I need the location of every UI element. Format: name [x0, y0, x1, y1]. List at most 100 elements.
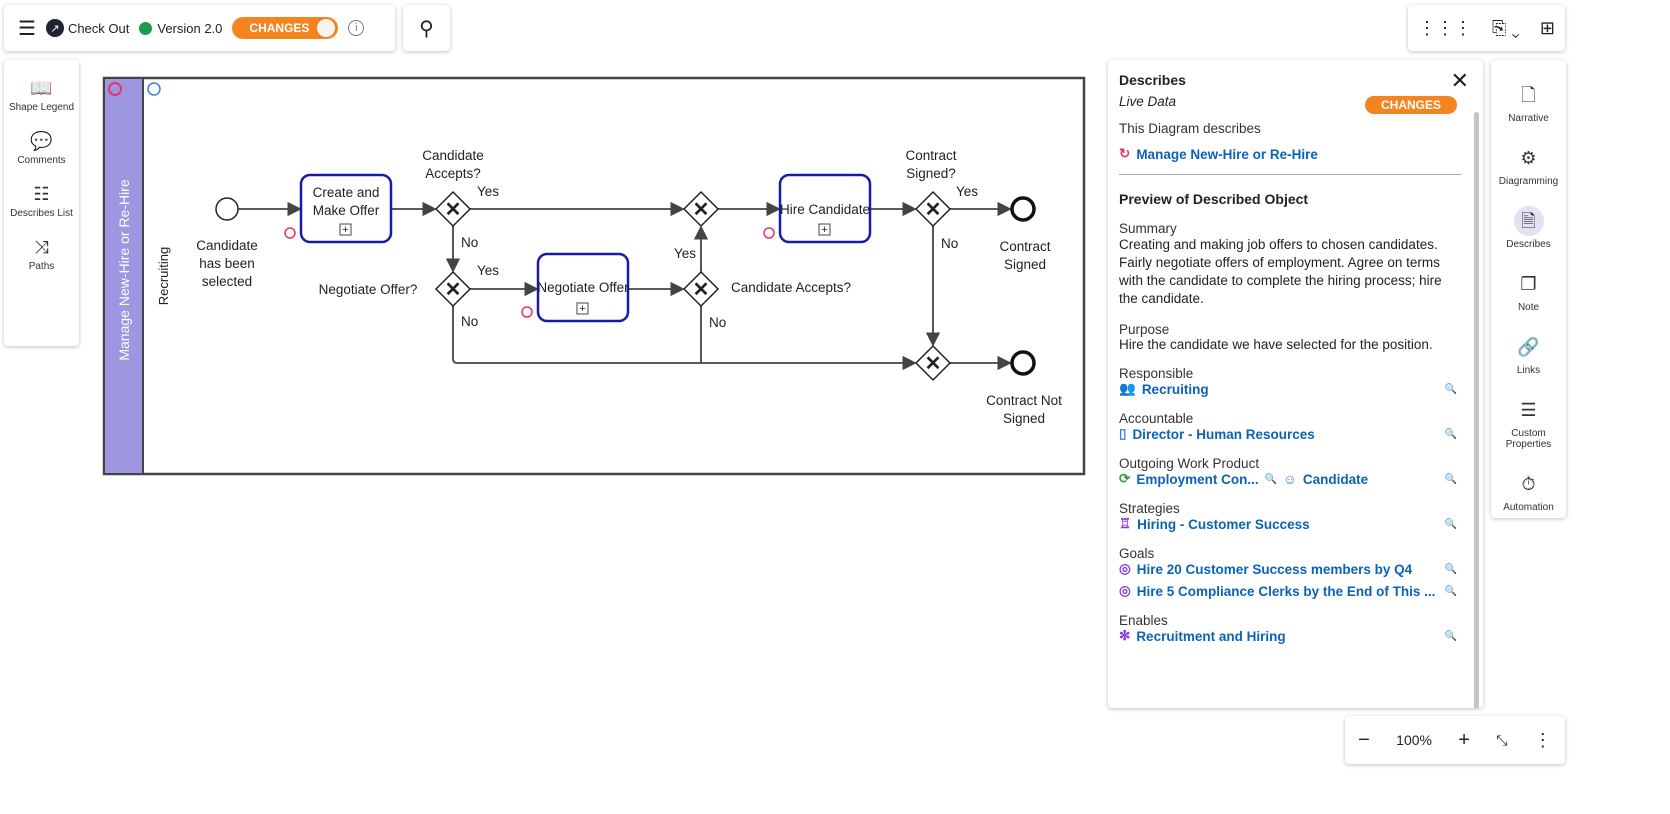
responsible-label: Responsible [1119, 366, 1194, 381]
search-icon[interactable]: 🔍 [1444, 428, 1457, 440]
rail-links[interactable]: 🔗Links [1491, 330, 1566, 378]
search-icon[interactable]: 🔍 [1264, 473, 1278, 485]
pool-header[interactable] [105, 79, 143, 473]
flow-label: No [461, 314, 478, 329]
add-comment-icon[interactable]: ⊞ [1539, 17, 1555, 38]
rail-diagramming[interactable]: ⚙Diagramming [1491, 141, 1566, 189]
changes-toggle[interactable]: CHANGES [232, 17, 339, 39]
search-icon[interactable]: 🔍 [1444, 563, 1457, 575]
goal-link[interactable]: ◎Hire 20 Customer Success members by Q4🔍 [1119, 561, 1457, 577]
link-icon: 🔗 [1517, 337, 1540, 357]
left-nav: 📖Shape Legend 💬Comments ☷Describes List … [4, 60, 79, 346]
rail-label: Custom Properties [1505, 428, 1552, 450]
role-icon: ▯ [1119, 426, 1127, 441]
summary-label: Summary [1119, 221, 1177, 236]
end-event-not-signed[interactable] [1010, 350, 1036, 376]
team-icon: 👥 [1119, 381, 1136, 396]
rail-custom-properties[interactable]: ☰Custom Properties [1491, 393, 1566, 452]
describes-icon: 🗎 [1513, 206, 1544, 236]
search-icon[interactable]: 🔍 [1444, 473, 1457, 485]
goal-link[interactable]: ◎Hire 5 Compliance Clerks by the End of … [1119, 583, 1457, 599]
nav-label: Comments [17, 155, 66, 166]
gateway-candidate-accepts[interactable] [434, 190, 472, 228]
apps-grid-icon[interactable]: ⋮⋮⋮ [1418, 17, 1472, 38]
rail-describes[interactable]: 🗎 Describes [1491, 204, 1566, 252]
describes-label: This Diagram describes [1119, 121, 1261, 136]
menu-icon[interactable]: ☰ [18, 17, 36, 40]
link-text: Director - Human Resources [1132, 426, 1315, 442]
search-button[interactable]: ⚲ [403, 5, 450, 51]
svg-text:+: + [579, 303, 585, 315]
search-icon[interactable]: 🔍 [1444, 630, 1457, 642]
gateway-contract-signed[interactable] [914, 190, 952, 228]
svg-text:✕: ✕ [693, 279, 710, 301]
rail-label: Diagramming [1498, 176, 1559, 187]
note-icon: ❐ [1520, 274, 1537, 294]
panel-scrollbar[interactable] [1474, 112, 1479, 708]
nav-shape-legend[interactable]: 📖Shape Legend [4, 78, 79, 113]
gateway-merge[interactable] [682, 190, 720, 228]
link-text: Hire 20 Customer Success members by Q4 [1136, 561, 1413, 577]
link-text: Recruitment and Hiring [1136, 628, 1286, 644]
top-right-toolbar: ⋮⋮⋮ ⎘ ⌄ ⊞ [1408, 5, 1565, 51]
strategy-link[interactable]: ♖Hiring - Customer Success🔍 [1119, 516, 1457, 532]
info-icon[interactable]: i [348, 20, 365, 36]
responsible-link[interactable]: 👥Recruiting🔍 [1119, 381, 1457, 397]
process-icon: ↻ [1119, 146, 1131, 161]
gateway-candidate-accepts-2[interactable] [682, 270, 720, 308]
strategies-label: Strategies [1119, 501, 1180, 516]
zoom-level: 100% [1396, 732, 1432, 748]
process-diagram: Manage New-Hire or Re-Hire Recruiting ++… [102, 76, 1086, 476]
process-link-icon [521, 306, 533, 318]
fit-screen-icon[interactable]: ⤡ [1496, 731, 1508, 748]
gateway-negotiate[interactable] [434, 270, 472, 308]
owp-link[interactable]: Employment Con... [1136, 471, 1259, 487]
rail-automation[interactable]: ⏱Automation [1491, 467, 1566, 515]
close-icon[interactable]: ✕ [1450, 68, 1469, 93]
gateway-not-signed[interactable] [914, 344, 952, 382]
svg-text:✕: ✕ [693, 199, 710, 221]
export-icon[interactable]: ⎘ ⌄ [1492, 17, 1520, 38]
zoom-out-button[interactable]: − [1358, 728, 1370, 751]
search-icon[interactable]: 🔍 [1444, 585, 1457, 597]
more-options-icon[interactable]: ⋮ [1533, 729, 1552, 750]
rail-narrative[interactable]: 🗋Narrative [1491, 78, 1566, 126]
task-label: Negotiate Offer [537, 280, 629, 295]
zoom-in-button[interactable]: + [1458, 728, 1470, 751]
version-indicator[interactable]: Version 2.0 [139, 21, 222, 36]
svg-text:+: + [342, 224, 348, 236]
preview-title: Preview of Described Object [1119, 191, 1309, 207]
owp-link[interactable]: Candidate [1302, 471, 1369, 487]
task-hire-candidate[interactable] [778, 173, 872, 244]
svg-text:✕: ✕ [445, 279, 462, 301]
nav-paths[interactable]: ⤨Paths [4, 237, 79, 272]
search-icon[interactable]: 🔍 [1444, 383, 1457, 395]
flow-label: Yes [674, 246, 696, 261]
panel-title: Describes [1119, 72, 1186, 88]
nav-comments[interactable]: 💬Comments [4, 131, 79, 166]
rail-label: Describes [1506, 239, 1551, 250]
describes-panel: Describes ✕ Live Data CHANGES This Diagr… [1108, 60, 1483, 708]
pool-label: Manage New-Hire or Re-Hire [116, 179, 132, 360]
link-text: Manage New-Hire or Re-Hire [1136, 146, 1318, 162]
enables-link[interactable]: ✻Recruitment and Hiring🔍 [1119, 628, 1457, 644]
nav-describes-list[interactable]: ☷Describes List [4, 184, 79, 219]
zoom-controls: − 100% + ⤡ ⋮ [1345, 716, 1565, 764]
end-event-signed[interactable] [1010, 196, 1036, 222]
svg-text:+: + [821, 224, 827, 236]
checkout-button[interactable]: Check Out [67, 20, 130, 36]
rail-note[interactable]: ❐Note [1491, 267, 1566, 315]
search-icon[interactable]: 🔍 [1444, 518, 1457, 530]
link-text: Hire 5 Compliance Clerks by the End of T… [1136, 583, 1436, 599]
describes-link[interactable]: ↻ Manage New-Hire or Re-Hire [1119, 146, 1457, 162]
accountable-link[interactable]: ▯ Director - Human Resources 🔍 [1119, 426, 1457, 442]
task-negotiate-offer[interactable] [536, 252, 630, 323]
checkout-icon[interactable]: ↗ [45, 19, 64, 37]
task-create-offer[interactable] [299, 173, 393, 244]
start-event[interactable] [215, 197, 239, 221]
live-data-label: Live Data [1119, 94, 1177, 109]
process-link-icon [284, 227, 296, 239]
